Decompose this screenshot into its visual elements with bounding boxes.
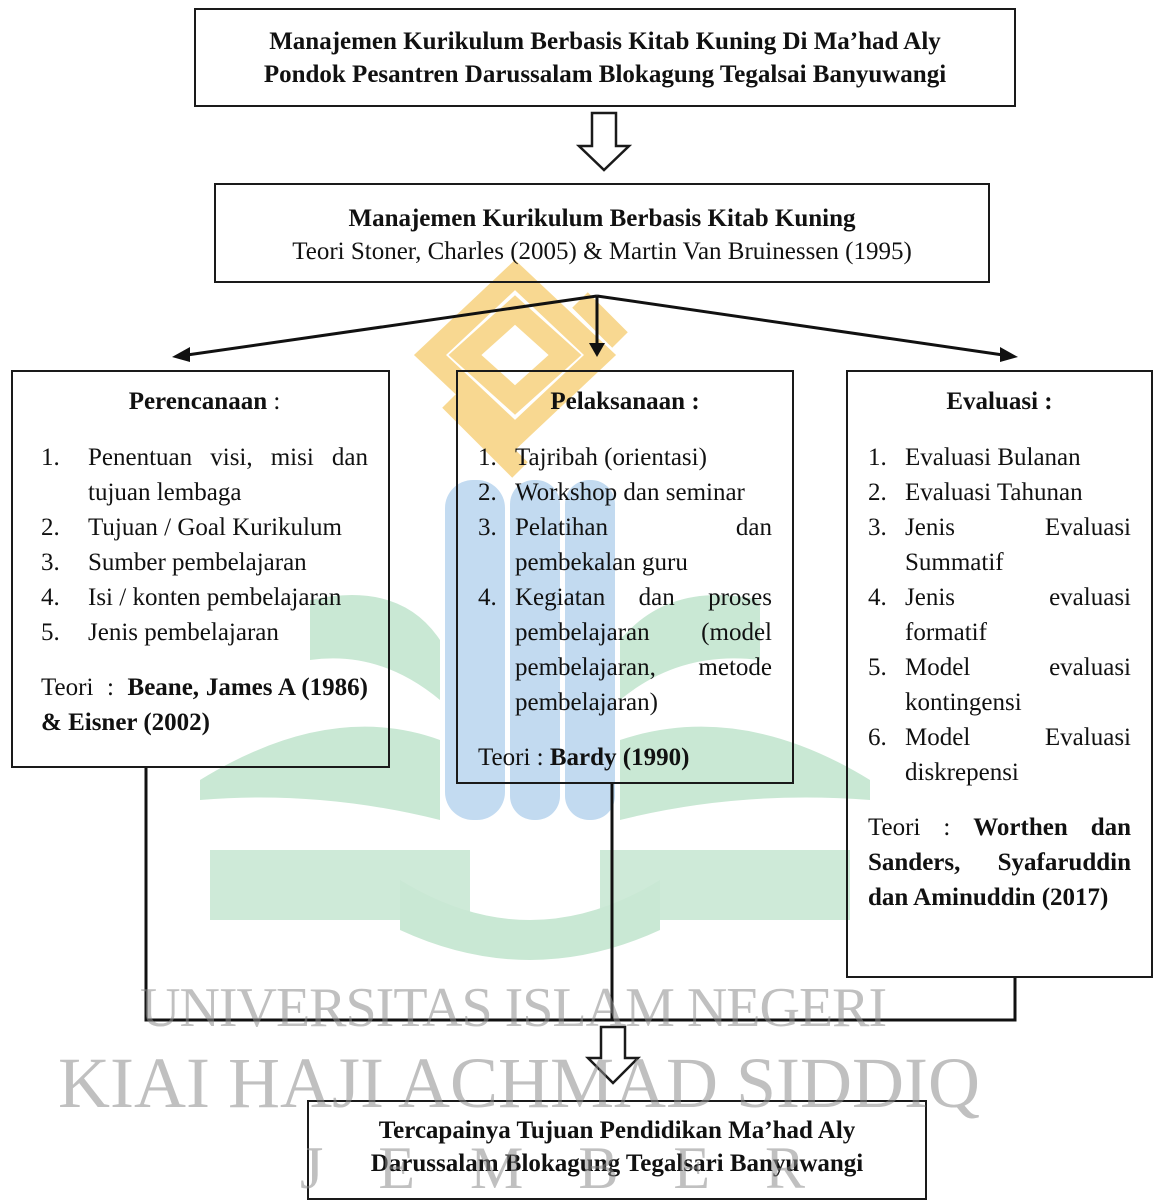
list-item: 6.Model Evaluasi diskrepensi [868, 724, 1131, 786]
bottom-line2: Darussalam Blokagung Tegalsari Banyuwang… [370, 1150, 864, 1177]
top-title-box: Manajemen Kurikulum Berbasis Kitab Kunin… [194, 8, 1016, 107]
arrowhead-left-icon [172, 347, 190, 362]
theory-box: Manajemen Kurikulum Berbasis Kitab Kunin… [214, 183, 990, 283]
perencanaan-list: 1.Penentuan visi, misi dan tujuan lembag… [41, 440, 368, 650]
evaluasi-list: 1.Evaluasi Bulanan 2.Evaluasi Tahunan 3.… [868, 440, 1131, 790]
pelaksanaan-list: 1.Tajribah (orientasi) 2.Workshop dan se… [478, 440, 772, 720]
gold-emblem-icon [413, 259, 628, 478]
pelaksanaan-heading: Pelaksanaan : [550, 388, 700, 415]
bottom-line1: Tercapainya Tujuan Pendidikan Ma’had Aly [378, 1117, 856, 1144]
blue-pillars-icon [445, 480, 615, 820]
arrowhead-down-icon [589, 343, 605, 357]
top-title-line2: Pondok Pesantren Darussalam Blokagung Te… [263, 61, 947, 88]
list-item: 4.Jenis evaluasi formatif [868, 584, 1131, 646]
list-item: 4.Kegiatan dan proses pembelajaran (mode… [478, 584, 772, 716]
perencanaan-heading: Perencanaan : [128, 388, 281, 415]
list-item: 5.Model evaluasi kontingensi [868, 654, 1131, 716]
list-item: 2.Tujuan / Goal Kurikulum [41, 514, 342, 541]
perencanaan-theory: Teori : Beane, James A (1986) & Eisner (… [41, 674, 368, 736]
list-item: 4.Isi / konten pembelajaran [41, 584, 342, 611]
list-item: 3.Pelatihan dan pembekalan guru [478, 514, 772, 576]
list-item: 3.Jenis Evaluasi Summatif [868, 514, 1131, 576]
pelaksanaan-theory: Teori : Bardy (1990) [478, 744, 690, 771]
bottom-outcome-box: Tercapainya Tujuan Pendidikan Ma’had Aly… [307, 1100, 927, 1200]
evaluasi-box: Evaluasi : 1.Evaluasi Bulanan 2.Evaluasi… [846, 370, 1153, 978]
down-arrow-icon [584, 1025, 642, 1085]
list-item: 1.Evaluasi Bulanan [868, 444, 1081, 471]
list-item: 2.Evaluasi Tahunan [868, 479, 1083, 506]
down-arrow-icon [575, 111, 633, 172]
list-item: 5.Jenis pembelajaran [41, 619, 279, 646]
arrowhead-right-icon [1000, 347, 1018, 362]
evaluasi-theory: Teori : Worthen dan Sanders, Syafaruddin… [868, 814, 1131, 911]
pelaksanaan-box: Pelaksanaan : 1.Tajribah (orientasi) 2.W… [456, 370, 794, 784]
list-item: 3.Sumber pembelajaran [41, 549, 307, 576]
top-title-line1: Manajemen Kurikulum Berbasis Kitab Kunin… [269, 28, 941, 55]
evaluasi-heading: Evaluasi : [946, 388, 1053, 415]
list-item: 1.Penentuan visi, misi dan tujuan lembag… [41, 444, 368, 506]
perencanaan-box: Perencanaan : 1.Penentuan visi, misi dan… [11, 370, 390, 768]
list-item: 1.Tajribah (orientasi) [478, 444, 707, 471]
green-book-icon [200, 595, 870, 960]
theory-box-subtitle: Teori Stoner, Charles (2005) & Martin Va… [292, 238, 912, 265]
list-item: 2.Workshop dan seminar [478, 479, 745, 506]
theory-box-title: Manajemen Kurikulum Berbasis Kitab Kunin… [348, 205, 856, 232]
